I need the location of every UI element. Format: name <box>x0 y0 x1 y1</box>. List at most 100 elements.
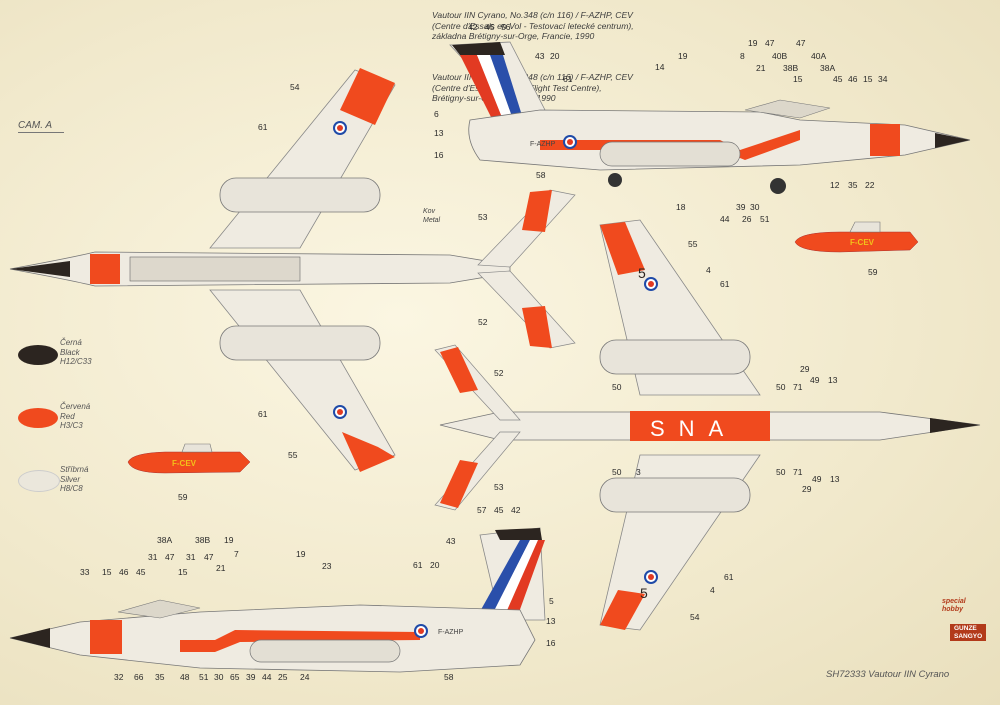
svg-text:25: 25 <box>278 672 288 682</box>
svg-text:7: 7 <box>234 549 239 559</box>
product-name: SH72333 Vautour IIN Cyrano <box>826 669 950 680</box>
svg-text:50: 50 <box>776 467 786 477</box>
svg-text:40A: 40A <box>811 51 826 61</box>
legend-swatch-silver <box>18 470 60 492</box>
svg-text:54: 54 <box>690 612 700 622</box>
svg-text:33: 33 <box>80 567 90 577</box>
svg-text:55: 55 <box>688 239 698 249</box>
svg-text:56: 56 <box>501 22 511 32</box>
svg-text:30: 30 <box>750 202 760 212</box>
svg-text:66: 66 <box>134 672 144 682</box>
svg-text:47: 47 <box>765 38 775 48</box>
side-view-left: F-AZHP <box>9 527 546 673</box>
svg-text:19: 19 <box>296 549 306 559</box>
svg-text:8: 8 <box>740 51 745 61</box>
drop-tank-left: F-CEV 59 <box>127 443 251 502</box>
brand-logo-special-hobby: special hobby <box>942 598 966 613</box>
svg-text:34: 34 <box>878 74 888 84</box>
top-view-callouts: 54 61 61 55 53 52 Kov Metal <box>258 82 488 460</box>
svg-text:32: 32 <box>114 672 124 682</box>
svg-text:52: 52 <box>478 317 488 327</box>
svg-text:58: 58 <box>444 672 454 682</box>
svg-text:50: 50 <box>612 467 622 477</box>
svg-text:43: 43 <box>535 51 545 61</box>
svg-text:61: 61 <box>258 409 268 419</box>
svg-text:15: 15 <box>102 567 112 577</box>
bottom-view-aircraft: SNA 5 5 <box>434 219 981 631</box>
svg-text:31: 31 <box>186 552 196 562</box>
svg-text:44: 44 <box>720 214 730 224</box>
svg-text:52: 52 <box>494 368 504 378</box>
svg-text:19: 19 <box>224 535 234 545</box>
svg-text:61: 61 <box>724 572 734 582</box>
svg-text:39: 39 <box>736 202 746 212</box>
svg-text:57: 57 <box>477 505 487 515</box>
svg-text:48: 48 <box>180 672 190 682</box>
svg-text:16: 16 <box>546 638 556 648</box>
svg-text:21: 21 <box>216 563 226 573</box>
svg-text:13: 13 <box>434 128 444 138</box>
svg-text:14: 14 <box>655 62 665 72</box>
svg-text:61: 61 <box>720 279 730 289</box>
svg-text:45: 45 <box>485 22 495 32</box>
svg-text:53: 53 <box>478 212 488 222</box>
registration-right: F-AZHP <box>530 141 556 148</box>
svg-text:65: 65 <box>230 672 240 682</box>
svg-text:59: 59 <box>868 267 878 277</box>
svg-text:47: 47 <box>165 552 175 562</box>
svg-text:51: 51 <box>199 672 209 682</box>
svg-text:45: 45 <box>833 74 843 84</box>
unit-number-top: 5 <box>638 265 646 281</box>
caption-czech: Vautour IIN Cyrano, No.348 (c/n 116) / F… <box>432 10 634 41</box>
svg-text:35: 35 <box>848 180 858 190</box>
svg-text:38A: 38A <box>820 63 835 73</box>
top-view-aircraft <box>9 68 576 472</box>
svg-text:30: 30 <box>214 672 224 682</box>
tank-text-right: F-CEV <box>850 238 875 247</box>
svg-text:38B: 38B <box>195 535 210 545</box>
svg-text:20: 20 <box>430 560 440 570</box>
svg-text:55: 55 <box>288 450 298 460</box>
svg-text:29: 29 <box>802 484 812 494</box>
svg-text:16: 16 <box>434 150 444 160</box>
svg-text:24: 24 <box>300 672 310 682</box>
svg-text:12: 12 <box>830 180 840 190</box>
svg-text:39: 39 <box>246 672 256 682</box>
svg-text:71: 71 <box>793 382 803 392</box>
svg-text:26: 26 <box>742 214 752 224</box>
svg-text:13: 13 <box>828 375 838 385</box>
svg-text:47: 47 <box>796 38 806 48</box>
svg-text:50: 50 <box>776 382 786 392</box>
drop-tank-right: F-CEV 59 <box>794 221 919 277</box>
svg-text:22: 22 <box>865 180 875 190</box>
svg-text:44: 44 <box>262 672 272 682</box>
legend-label-silver: Stříbrná Silver H8/C8 <box>60 465 89 493</box>
svg-text:50: 50 <box>612 382 622 392</box>
svg-text:19: 19 <box>748 38 758 48</box>
svg-text:47: 47 <box>204 552 214 562</box>
svg-text:46: 46 <box>848 74 858 84</box>
svg-text:31: 31 <box>148 552 158 562</box>
svg-text:58: 58 <box>536 170 546 180</box>
svg-text:51: 51 <box>760 214 770 224</box>
svg-text:15: 15 <box>863 74 873 84</box>
svg-text:Kov: Kov <box>423 208 436 215</box>
svg-text:53: 53 <box>494 482 504 492</box>
svg-text:49: 49 <box>812 474 822 484</box>
svg-text:45: 45 <box>136 567 146 577</box>
svg-text:59: 59 <box>178 492 188 502</box>
svg-text:35: 35 <box>155 672 165 682</box>
registration-left: F-AZHP <box>438 629 464 636</box>
tank-text-left: F-CEV <box>172 459 197 468</box>
svg-text:13: 13 <box>830 474 840 484</box>
svg-text:49: 49 <box>810 375 820 385</box>
svg-text:21: 21 <box>756 63 766 73</box>
belly-text: SNA <box>650 416 737 441</box>
legend-label-red: Červená Red H3/C3 <box>60 402 91 430</box>
svg-text:46: 46 <box>119 567 129 577</box>
svg-text:5: 5 <box>549 596 554 606</box>
